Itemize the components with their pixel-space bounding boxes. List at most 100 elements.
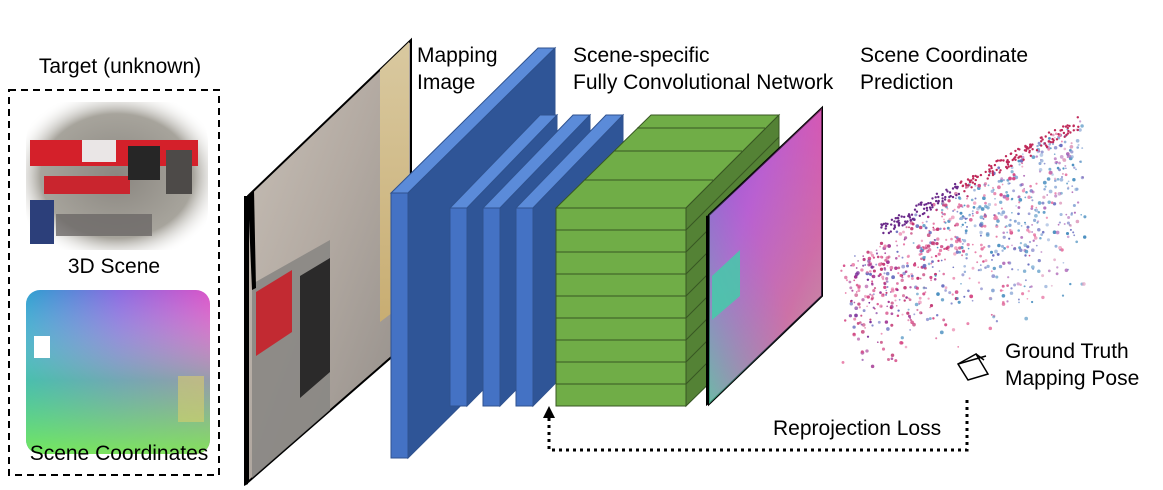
point-cloud-dot [1058, 246, 1062, 250]
point-cloud-dot [902, 271, 906, 276]
point-cloud-dot [861, 298, 865, 302]
point-cloud-dot [922, 246, 924, 248]
point-cloud-dot [1068, 124, 1071, 128]
point-cloud-dot [1018, 246, 1021, 250]
point-cloud-dot [890, 288, 895, 293]
point-cloud-dot [967, 184, 970, 187]
point-cloud-dot [919, 311, 923, 315]
point-cloud-dot [865, 270, 869, 274]
point-cloud-dot [906, 255, 910, 258]
point-cloud-dot [1066, 126, 1070, 130]
point-cloud-dot [1009, 291, 1014, 295]
point-cloud-dot [974, 251, 977, 254]
point-cloud-dot [1051, 142, 1055, 146]
point-cloud-dot [1066, 235, 1070, 239]
point-cloud-dot [916, 276, 920, 280]
point-cloud-dot [978, 223, 983, 227]
point-cloud-dot [898, 298, 901, 301]
point-cloud-dot [896, 244, 899, 247]
point-cloud-dot [916, 308, 919, 312]
point-cloud-dot [937, 252, 941, 256]
point-cloud-dot [1031, 190, 1035, 194]
point-cloud-dot [993, 216, 997, 221]
point-cloud-dot [994, 198, 996, 200]
point-cloud-dot [938, 248, 943, 253]
point-cloud-dot [1053, 146, 1058, 150]
point-cloud-dot [1071, 185, 1074, 187]
point-cloud-dot [915, 210, 919, 213]
point-cloud-dot [1040, 158, 1044, 163]
point-cloud-dot [943, 247, 946, 251]
point-cloud-dot [1076, 146, 1080, 149]
point-cloud-dot [995, 160, 998, 163]
point-cloud-dot [1062, 261, 1065, 264]
point-cloud-dot [926, 215, 930, 219]
point-cloud-dot [1065, 167, 1067, 170]
point-cloud-dot [1007, 160, 1010, 164]
point-cloud-dot [987, 202, 992, 207]
point-cloud-dot [856, 321, 860, 325]
point-cloud-dot [965, 184, 968, 187]
point-cloud-dot [1065, 133, 1068, 137]
point-cloud-dot [1012, 176, 1016, 181]
point-cloud-dot [952, 210, 954, 212]
point-cloud-dot [900, 336, 904, 340]
point-cloud-dot [913, 313, 916, 316]
point-cloud-dot [1018, 301, 1020, 304]
point-cloud-dot [1019, 241, 1023, 245]
point-cloud-dot [907, 297, 910, 300]
point-cloud-dot [982, 260, 985, 263]
point-cloud-dot [1026, 297, 1029, 300]
point-cloud-dot [973, 182, 977, 186]
point-cloud-dot [1007, 165, 1010, 168]
scene-3d-label: 3D Scene [68, 255, 160, 278]
point-cloud-dot [1067, 129, 1070, 133]
point-cloud-dot [986, 264, 990, 269]
point-cloud-dot [919, 277, 922, 280]
point-cloud-dot [877, 320, 881, 324]
point-cloud-dot [1072, 203, 1076, 208]
point-cloud-dot [1045, 144, 1048, 147]
point-cloud-dot [1018, 201, 1021, 204]
point-cloud-dot [1080, 175, 1085, 180]
point-cloud-dot [1017, 298, 1020, 301]
point-cloud-dot [896, 250, 899, 253]
point-cloud-dot [1004, 215, 1008, 219]
point-cloud-dot [993, 163, 997, 167]
point-cloud-dot [1055, 230, 1060, 235]
point-cloud-dot [978, 205, 982, 209]
point-cloud-dot [857, 284, 861, 289]
point-cloud-dot [890, 218, 894, 221]
point-cloud-dot [1019, 283, 1022, 287]
point-cloud-dot [1062, 125, 1065, 128]
point-cloud-dot [924, 291, 927, 294]
point-cloud-dot [1006, 284, 1009, 287]
point-cloud-dot [1048, 189, 1053, 194]
point-cloud-dot [1047, 148, 1051, 151]
point-cloud-dot [1023, 149, 1027, 152]
point-cloud-dot [884, 320, 889, 324]
point-cloud-dot [957, 300, 961, 304]
point-cloud-dot [1067, 180, 1070, 183]
prediction-image [706, 105, 823, 407]
point-cloud-dot [997, 179, 1001, 183]
point-cloud-dot [931, 260, 934, 263]
point-cloud-dot [968, 213, 971, 216]
point-cloud-dot [920, 249, 923, 252]
point-cloud-dot [886, 286, 889, 288]
point-cloud-dot [1076, 201, 1080, 204]
point-cloud-dot [1005, 190, 1008, 194]
point-cloud-dot [922, 273, 926, 277]
point-cloud-dot [956, 237, 961, 242]
point-cloud-dot [1024, 254, 1027, 257]
point-cloud-dot [868, 272, 873, 276]
point-cloud-dot [1037, 269, 1041, 273]
point-cloud-dot [1048, 142, 1051, 146]
point-cloud-dot [854, 306, 859, 311]
point-cloud-dot [979, 264, 982, 266]
point-cloud-dot [896, 282, 899, 285]
point-cloud-dot [972, 177, 975, 180]
point-cloud-dot [897, 309, 900, 312]
point-cloud-dot [860, 314, 863, 317]
point-cloud-dot [987, 244, 991, 248]
